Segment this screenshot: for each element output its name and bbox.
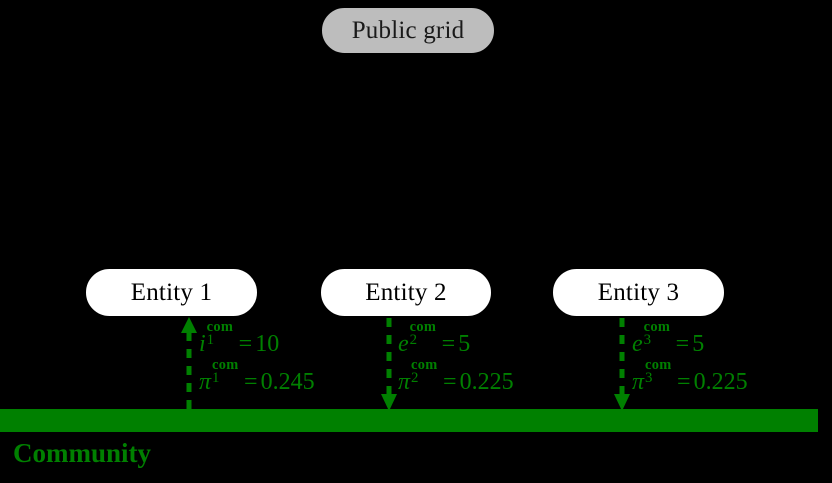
node-entity-1[interactable]: Entity 1 bbox=[85, 268, 258, 317]
flow-3-quantity-value: 5 bbox=[692, 331, 705, 357]
node-public-grid[interactable]: Public grid bbox=[322, 8, 494, 53]
flow-1-price-sub: 1 bbox=[212, 370, 220, 387]
flow-2-price-symbol: π bbox=[398, 369, 411, 395]
flow-3-quantity-sup: com bbox=[643, 318, 671, 335]
flow-2-quantity-sup: com bbox=[409, 318, 437, 335]
community-bus-bar[interactable] bbox=[0, 409, 818, 432]
flow-1-price-value: 0.245 bbox=[260, 369, 315, 395]
flow-3-price-value: 0.225 bbox=[693, 369, 748, 395]
flow-2-quantity-sub: 2 bbox=[409, 332, 418, 349]
node-entity-2-label: Entity 2 bbox=[365, 279, 447, 306]
flow-arrow-entity-2 bbox=[381, 318, 397, 411]
flow-1-quantity-eq: = bbox=[238, 331, 253, 357]
flow-3-quantity-eq: = bbox=[675, 331, 690, 357]
flow-2-price-value: 0.225 bbox=[459, 369, 514, 395]
flow-1-quantity-symbol: i bbox=[199, 331, 206, 357]
flow-2-quantity-value: 5 bbox=[458, 331, 471, 357]
flow-arrow-entity-1 bbox=[181, 317, 197, 409]
flow-1-price-symbol: π bbox=[199, 369, 212, 395]
flow-3-price-eq: = bbox=[677, 369, 691, 395]
node-entity-1-label: Entity 1 bbox=[130, 279, 213, 306]
flow-2-quantity-symbol: e bbox=[398, 331, 409, 357]
node-entity-3-label: Entity 3 bbox=[597, 279, 680, 306]
flow-3-quantity-sub: 3 bbox=[643, 332, 652, 349]
flow-1-quantity-sup: com bbox=[206, 318, 234, 335]
flow-3-price-sub: 3 bbox=[645, 370, 653, 387]
flow-1-price-eq: = bbox=[244, 369, 258, 395]
flow-3-quantity-symbol: e bbox=[632, 331, 643, 357]
node-entity-3[interactable]: Entity 3 bbox=[552, 268, 725, 317]
flow-2-price-sup: com bbox=[411, 356, 438, 373]
flow-3-price-sup: com bbox=[645, 356, 672, 373]
flow-2-price-eq: = bbox=[443, 369, 457, 395]
flow-3-price-symbol: π bbox=[632, 369, 645, 395]
flow-2-price-sub: 2 bbox=[411, 370, 419, 387]
flow-1-quantity-value: 10 bbox=[255, 331, 280, 357]
node-entity-2[interactable]: Entity 2 bbox=[320, 268, 492, 317]
flow-2-quantity-eq: = bbox=[441, 331, 456, 357]
community-label: Community bbox=[13, 438, 152, 468]
node-public-grid-label: Public grid bbox=[351, 17, 465, 44]
flow-1-price-sup: com bbox=[212, 356, 239, 373]
flow-1-quantity-sub: 1 bbox=[206, 332, 215, 349]
flow-arrow-entity-3 bbox=[614, 318, 630, 411]
